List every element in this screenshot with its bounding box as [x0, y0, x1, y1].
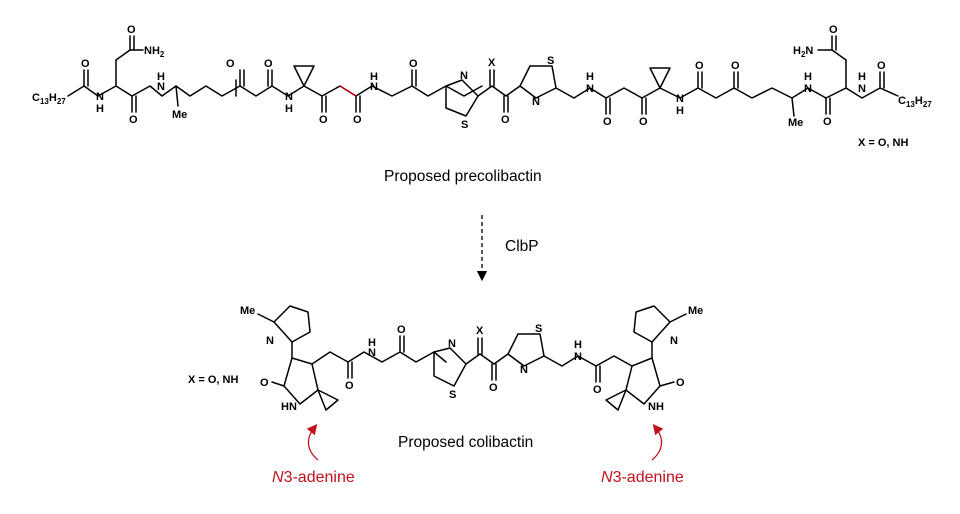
amide-nitrogen: N — [858, 83, 866, 95]
colibactin-structure: X = O, NH N Me O HN O N H O N S X O S N … — [188, 305, 703, 413]
oxygen-atom: O — [319, 114, 328, 126]
thiazole-sulfur: S — [535, 323, 542, 335]
oxygen-atom: O — [639, 116, 648, 128]
oxygen-atom: O — [593, 384, 602, 396]
alkylation-site-left: N3-adenine — [272, 469, 355, 486]
thiazole-nitrogen: N — [532, 96, 540, 108]
lactam-ring-right — [625, 357, 661, 405]
pyrroline-nitrogen: N — [266, 335, 274, 347]
oxygen-atom: O — [823, 116, 832, 128]
oxygen-atom: O — [501, 114, 510, 126]
amide-nitrogen: N — [368, 347, 376, 359]
amide-nitrogen: N — [96, 91, 104, 103]
cleavage-bond — [339, 85, 357, 97]
lactam-nh: NH — [648, 401, 664, 413]
amide-nitrogen: N — [586, 83, 594, 95]
amide-hydrogen: H — [368, 337, 376, 349]
methyl-group: Me — [172, 109, 187, 121]
thiazole-ring-right — [519, 65, 557, 99]
oxygen-atom: O — [226, 58, 235, 70]
oxygen-atom: O — [264, 58, 273, 70]
cyclopropane-ring — [293, 65, 315, 87]
oxygen-atom: O — [129, 114, 138, 126]
amide-nitrogen: N — [157, 81, 165, 93]
thiazole-ring-right — [507, 333, 545, 367]
amide-hydrogen: H — [96, 103, 104, 115]
oxygen-atom: O — [731, 60, 740, 72]
thiazole-sulfur: S — [547, 55, 554, 67]
cyclopropane-ring — [649, 67, 671, 89]
amide-hydrogen: H — [285, 103, 293, 115]
alkylation-arrow-left — [306, 423, 319, 461]
oxygen-atom: O — [603, 116, 612, 128]
amide-hydrogen: H — [370, 71, 378, 83]
cyclopropane-ring — [317, 389, 339, 411]
product-x-note: X = O, NH — [188, 374, 238, 386]
thiazole-nitrogen: N — [520, 364, 528, 376]
amide-nitrogen: N — [676, 93, 684, 105]
lactam-nh: HN — [281, 401, 297, 413]
methyl-group: Me — [688, 305, 703, 317]
thiazole-sulfur: S — [449, 389, 456, 401]
pyrroline-nitrogen: N — [670, 335, 678, 347]
amide-h2n: H2N — [793, 45, 813, 59]
central-x-atom: X — [488, 57, 496, 69]
oxygen-atom: O — [353, 114, 362, 126]
alkylation-arrow-right — [651, 423, 664, 461]
pyrroline-ring-right — [633, 305, 671, 343]
oxygen-atom: O — [877, 60, 886, 72]
oxygen-atom: O — [260, 377, 269, 389]
cyclopropane-ring — [605, 389, 627, 411]
thiazole-sulfur: S — [461, 119, 468, 131]
oxygen-atom: O — [695, 60, 704, 72]
precursor-backbone-left — [67, 85, 483, 97]
oxygen-atom: O — [829, 24, 838, 36]
lactam-ring-left — [283, 357, 319, 405]
oxygen-atom: O — [127, 24, 136, 36]
oxygen-atom: O — [676, 377, 685, 389]
amide-nitrogen: N — [285, 91, 293, 103]
amide-hydrogen: H — [586, 71, 594, 83]
central-x-atom: X — [476, 325, 484, 337]
precursor-backbone-right — [555, 87, 899, 99]
amide-hydrogen: H — [858, 71, 866, 83]
oxygen-atom: O — [345, 380, 354, 392]
left-tail-group: C13H27 — [32, 92, 66, 106]
precursor-x-note: X = O, NH — [858, 137, 908, 149]
amide-hydrogen: H — [157, 71, 165, 83]
amide-hydrogen: H — [574, 339, 582, 351]
amide-hydrogen: H — [676, 105, 684, 117]
oxygen-atom: O — [489, 382, 498, 394]
precursor-name: Proposed precolibactin — [384, 168, 542, 185]
methyl-group: Me — [788, 117, 803, 129]
amide-nitrogen: N — [804, 83, 812, 95]
amide-hydrogen: H — [804, 71, 812, 83]
right-tail-group: C13H27 — [898, 95, 932, 109]
oxygen-atom: O — [81, 58, 90, 70]
pyrroline-ring-left — [273, 305, 311, 343]
enzyme-label: ClbP — [505, 238, 539, 255]
amide-nh2: NH2 — [144, 45, 165, 59]
amide-nitrogen: N — [370, 81, 378, 93]
product-name: Proposed colibactin — [398, 434, 533, 451]
alkylation-site-right: N3-adenine — [601, 469, 684, 486]
oxygen-atom: O — [409, 58, 418, 70]
oxygen-atom: O — [397, 324, 406, 336]
amide-nitrogen: N — [574, 351, 582, 363]
precolibactin-structure: C13H27 O O O O O O O N H N H N H N H O N… — [32, 24, 932, 149]
thiazole-ring-left — [445, 79, 479, 117]
thiazole-nitrogen: N — [460, 70, 468, 82]
thiazole-ring-left — [433, 347, 467, 387]
methyl-group: Me — [240, 305, 255, 317]
thiazole-nitrogen: N — [448, 338, 456, 350]
